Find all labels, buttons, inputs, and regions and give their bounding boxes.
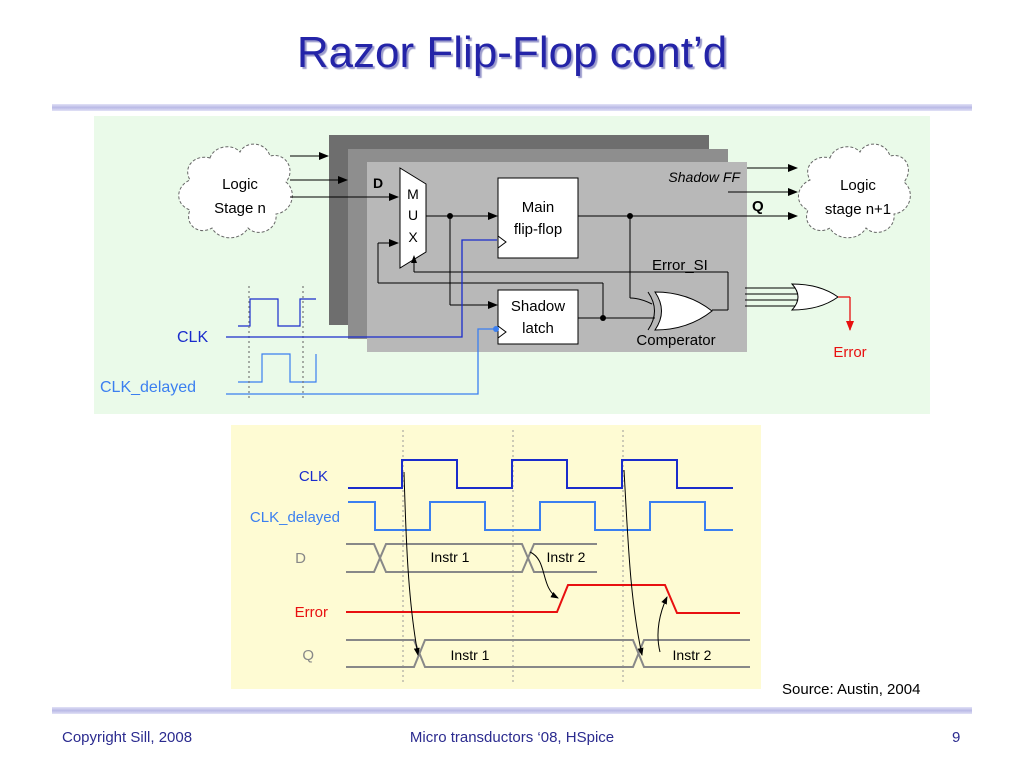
timing-clk-delayed-label: CLK_delayed — [250, 509, 340, 526]
footer-divider — [52, 707, 972, 714]
title-divider — [52, 104, 972, 111]
clk-input-label: CLK — [177, 329, 208, 346]
timing-clk-delayed-waveform — [348, 501, 733, 531]
timing-d-instr1: Instr 1 — [431, 549, 470, 565]
shadow-latch-clock-marker — [497, 325, 507, 339]
timing-q-instr1: Instr 1 — [451, 647, 490, 663]
junction-dot — [627, 213, 633, 219]
clock-waveforms-left — [238, 286, 317, 400]
timing-clk-waveform — [348, 459, 733, 489]
clk-delayed-input-label: CLK_delayed — [100, 379, 196, 396]
error-si-label: Error_SI — [652, 257, 708, 274]
timing-d-label: D — [295, 550, 306, 567]
error-or-gate — [790, 283, 839, 311]
main-ff-clock-marker — [497, 235, 507, 249]
timing-d-instr2: Instr 2 — [547, 549, 586, 565]
timing-causality-arrows — [403, 469, 668, 656]
main-ff-line2: flip-flop — [514, 221, 562, 238]
junction-dot — [447, 213, 453, 219]
shadow-latch-line2: latch — [522, 320, 554, 337]
main-ff-line1: Main — [522, 199, 555, 216]
clock-distribution-wires — [226, 239, 497, 395]
mux-block — [399, 167, 427, 269]
footer-copyright: Copyright Sill, 2008 — [62, 729, 193, 746]
comparator-xor-gate — [647, 291, 713, 331]
logic-stage-n-line1: Logic — [222, 176, 258, 193]
timing-q-instr2: Instr 2 — [673, 647, 712, 663]
timing-panel — [231, 425, 761, 689]
error-output-label: Error — [833, 344, 866, 361]
logic-stage-n1-line1: Logic — [840, 177, 876, 194]
timing-clk-label: CLK — [299, 468, 328, 485]
shadow-ff-label: Shadow FF — [668, 169, 741, 185]
mux-label-m: M — [407, 186, 419, 202]
internal-wires — [377, 212, 798, 319]
source-citation: Source: Austin, 2004 — [782, 681, 921, 698]
timing-error-label: Error — [295, 604, 328, 621]
shadow-latch-block — [497, 289, 579, 345]
slide-title: Razor Flip-Flop cont’d — [296, 28, 728, 77]
main-flip-flop-block — [497, 177, 579, 259]
mux-label-u: U — [408, 207, 418, 223]
output-wires — [578, 164, 798, 220]
clk-delayed-dot — [493, 326, 499, 332]
logic-stage-n-cloud: Logic Stage n — [178, 143, 293, 239]
logic-stage-n1-cloud: Logic stage n+1 — [798, 143, 911, 239]
footer-course: Micro transductors ‘08, HSpice — [409, 729, 615, 746]
input-wires — [290, 152, 399, 201]
mux-label-x: X — [408, 229, 418, 245]
comparator-label: Comperator — [636, 332, 715, 349]
junction-dot — [600, 315, 606, 321]
d-input-label: D — [373, 175, 383, 191]
logic-stage-n-line2: Stage n — [214, 200, 266, 217]
timing-error-waveform — [346, 584, 740, 614]
q-output-label: Q — [752, 198, 764, 215]
timing-q-label: Q — [302, 647, 314, 664]
timing-d-waveform — [346, 543, 597, 573]
logic-stage-n1-line2: stage n+1 — [825, 201, 891, 218]
timing-q-waveform — [346, 639, 750, 668]
shadow-latch-line1: Shadow — [511, 298, 565, 315]
page-number: 9 — [952, 729, 961, 746]
